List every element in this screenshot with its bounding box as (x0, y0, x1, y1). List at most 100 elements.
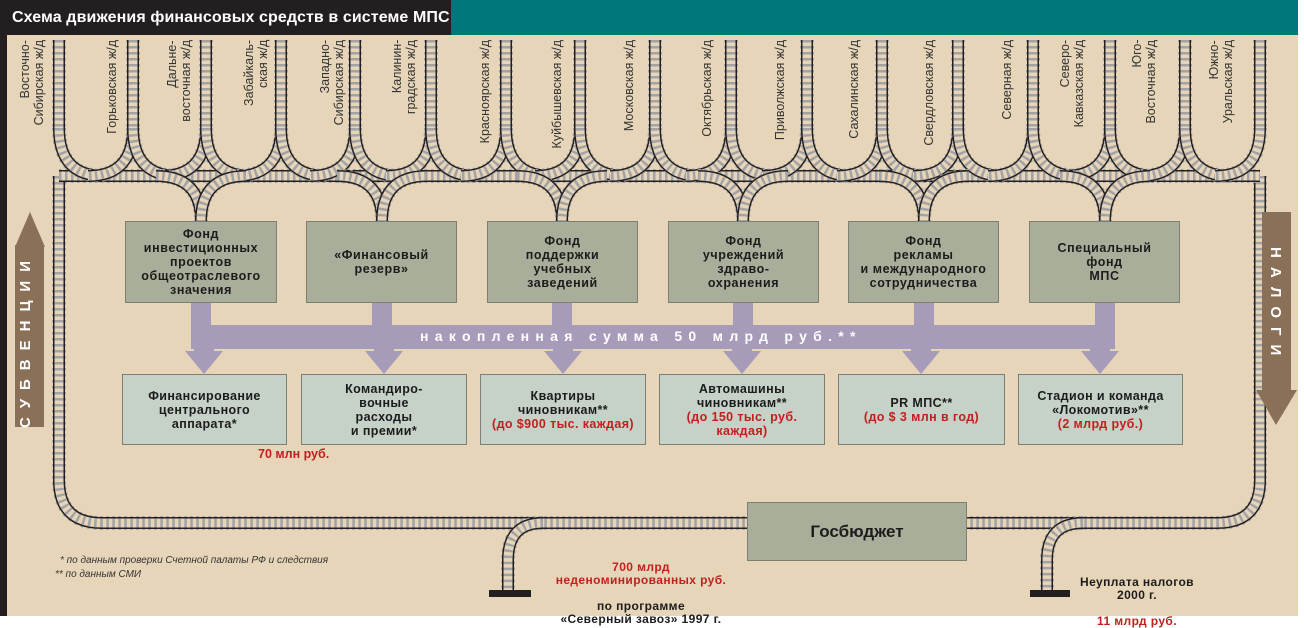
railway-label: Сахалинская ж/д (847, 40, 861, 139)
expense-label: Автомашины чиновникам** (696, 381, 788, 410)
taxes-label: НАЛОГИ (1267, 247, 1284, 365)
fund-2-outflow (552, 303, 572, 327)
railway-6-curve-left-sleepers-inner (460, 127, 511, 181)
state-budget-label: Госбюджет (810, 521, 904, 541)
expense-5-arrowhead (1081, 351, 1119, 374)
railway-label: Забайкаль- ская ж/д (242, 40, 270, 106)
expense-amount: (2 млрд руб.) (1057, 416, 1144, 431)
railway-label: Красноярская ж/д (478, 40, 492, 144)
fund-3-branch-right-sleepers-inner (738, 171, 789, 222)
railway-label: Дальне- восточная ж/д (165, 40, 193, 122)
railway-label: Октябрьская ж/д (700, 40, 714, 137)
fund-label: «Финансовый резерв» (334, 248, 429, 276)
expense-box-apartments: Квартиры чиновникам** (до $900 тыс. кажд… (480, 374, 646, 445)
fund-box-advertising: Фонд рекламы и международного сотрудниче… (848, 221, 999, 303)
railway-label: Юго- Восточная ж/д (1130, 40, 1158, 124)
northern-delivery-amount: 700 млрд неденоминированных руб. (555, 560, 727, 587)
fund-1-branch-left-sleepers-inner (336, 171, 387, 222)
fund-3-outflow (733, 303, 753, 327)
expense-4-inflow (911, 345, 931, 353)
fund-0-branch-right-sleepers-inner (196, 171, 247, 222)
fund-5-branch-right-sleepers-inner (1100, 171, 1151, 222)
expense-label: PR МПС** (890, 395, 953, 410)
railway-label: Западно- Сибирская ж/д (318, 40, 346, 126)
subsidies-arrow-shaft (15, 245, 44, 427)
fund-4-branch-left-sleepers-inner (878, 171, 929, 222)
unpaid-taxes-caption: Неуплата налогов 2000 г. 11 млрд руб. (1062, 563, 1212, 628)
expense-amount: (до $900 тыс. каждая) (492, 416, 634, 431)
unpaid-taxes-branch-sleepers-inner (1042, 518, 1084, 594)
fund-box-healthcare: Фонд учреждений здраво- охранения (668, 221, 819, 303)
railway-label: Южно- Уральская ж/д (1207, 40, 1235, 124)
fund-2-branch-right-sleepers-inner (557, 171, 608, 222)
fund-box-reserve: «Финансовый резерв» (306, 221, 457, 303)
state-budget-box: Госбюджет (747, 502, 967, 561)
railway-label: Приволжская ж/д (773, 40, 787, 141)
expense-0-arrowhead (185, 351, 223, 374)
fund-4-branch-right-sleepers-inner (919, 171, 970, 222)
shared-amount: 70 млн руб. (258, 447, 330, 461)
fund-box-education: Фонд поддержки учебных заведений (487, 221, 638, 303)
fund-box-special: Специальный фонд МПС (1029, 221, 1180, 303)
expense-1-arrowhead (365, 351, 403, 374)
expense-1-inflow (374, 345, 394, 353)
expense-3-inflow (732, 345, 752, 353)
expense-box-central-apparatus: Финансирование центрального аппарата* (122, 374, 287, 445)
railway-label: Северо- Кавказская ж/д (1058, 40, 1086, 128)
railway-9-curve-left-sleepers-inner (685, 127, 736, 181)
fund-label: Фонд учреждений здраво- охранения (702, 234, 785, 290)
expense-label: Командиро- вочные расходы и премии* (345, 381, 423, 438)
expense-4-arrowhead (902, 351, 940, 374)
expense-amount: (до $ 3 млн в год) (863, 409, 980, 424)
expense-3-arrowhead (723, 351, 761, 374)
unpaid-taxes-amount: 11 млрд руб. (1097, 614, 1177, 628)
expense-label: Финансирование центрального аппарата* (148, 388, 261, 431)
fund-label: Специальный фонд МПС (1057, 241, 1152, 283)
main-loop-sleepers-inner (54, 176, 1265, 528)
expense-label: Квартиры чиновникам** (517, 388, 609, 417)
taxes-arrow-shaft (1262, 212, 1291, 392)
railway-label: Московская ж/д (622, 40, 636, 132)
fund-1-branch-right-sleepers-inner (377, 171, 428, 222)
railway-16-curve-left-sleepers-inner (1214, 127, 1265, 181)
expense-2-inflow (553, 345, 573, 353)
railway-11-curve-left-sleepers-inner (836, 127, 887, 181)
fund-5-outflow (1095, 303, 1115, 327)
subsidies-label: СУБВЕНЦИИ (17, 252, 34, 428)
railway-label: Северная ж/д (1000, 40, 1014, 120)
unpaid-taxes-buffer-stop (1030, 590, 1070, 597)
expense-label: Стадион и команда «Локомотив»** (1037, 388, 1164, 417)
railway-12-curve-left-sleepers-inner (912, 127, 963, 181)
fund-0-branch-left-sleepers-inner (155, 171, 206, 222)
expense-box-stadium: Стадион и команда «Локомотив»** (2 млрд … (1018, 374, 1183, 445)
railway-8-curve-left-sleepers-inner (609, 127, 660, 181)
expense-0-inflow (194, 345, 214, 353)
subsidies-arrowhead (15, 212, 45, 247)
page-title: Схема движения финансовых средств в сист… (0, 0, 451, 35)
accumulation-bar (191, 325, 1115, 349)
railway-label: Восточно- Сибирская ж/д (18, 40, 46, 126)
expense-box-cars: Автомашины чиновникам** (до 150 тыс. руб… (659, 374, 825, 445)
northern-delivery-caption: 700 млрд неденоминированных руб. по прог… (536, 548, 746, 626)
footnote-1: * по данным проверки Счетной палаты РФ и… (60, 555, 329, 566)
expense-5-inflow (1090, 345, 1110, 353)
expense-amount: (до 150 тыс. руб. каждая) (686, 409, 798, 438)
fund-label: Фонд рекламы и международного сотрудниче… (860, 234, 987, 290)
accumulated-sum-label: накопленная сумма 50 млрд руб.** (420, 328, 862, 344)
railway-1-curve-left-sleepers-inner (87, 127, 138, 181)
railway-label: Калинин- градская ж/д (390, 40, 418, 115)
title-bar: Схема движения финансовых средств в сист… (0, 0, 1298, 35)
fund-3-branch-left-sleepers-inner (697, 171, 748, 222)
fund-label: Фонд поддержки учебных заведений (525, 234, 600, 290)
fund-0-outflow (191, 303, 211, 327)
railway-4-curve-left-sleepers-inner (309, 127, 360, 181)
fund-4-outflow (914, 303, 934, 327)
expense-box-travel: Командиро- вочные расходы и премии* (301, 374, 467, 445)
railway-label: Горьковская ж/д (105, 40, 119, 134)
railway-label: Свердловская ж/д (922, 40, 936, 146)
railway-label: Куйбышевская ж/д (550, 40, 564, 149)
taxes-arrowhead (1256, 390, 1297, 425)
expense-box-pr: PR МПС** (до $ 3 млн в год) (838, 374, 1005, 445)
unpaid-taxes-text: Неуплата налогов 2000 г. (1080, 575, 1194, 602)
